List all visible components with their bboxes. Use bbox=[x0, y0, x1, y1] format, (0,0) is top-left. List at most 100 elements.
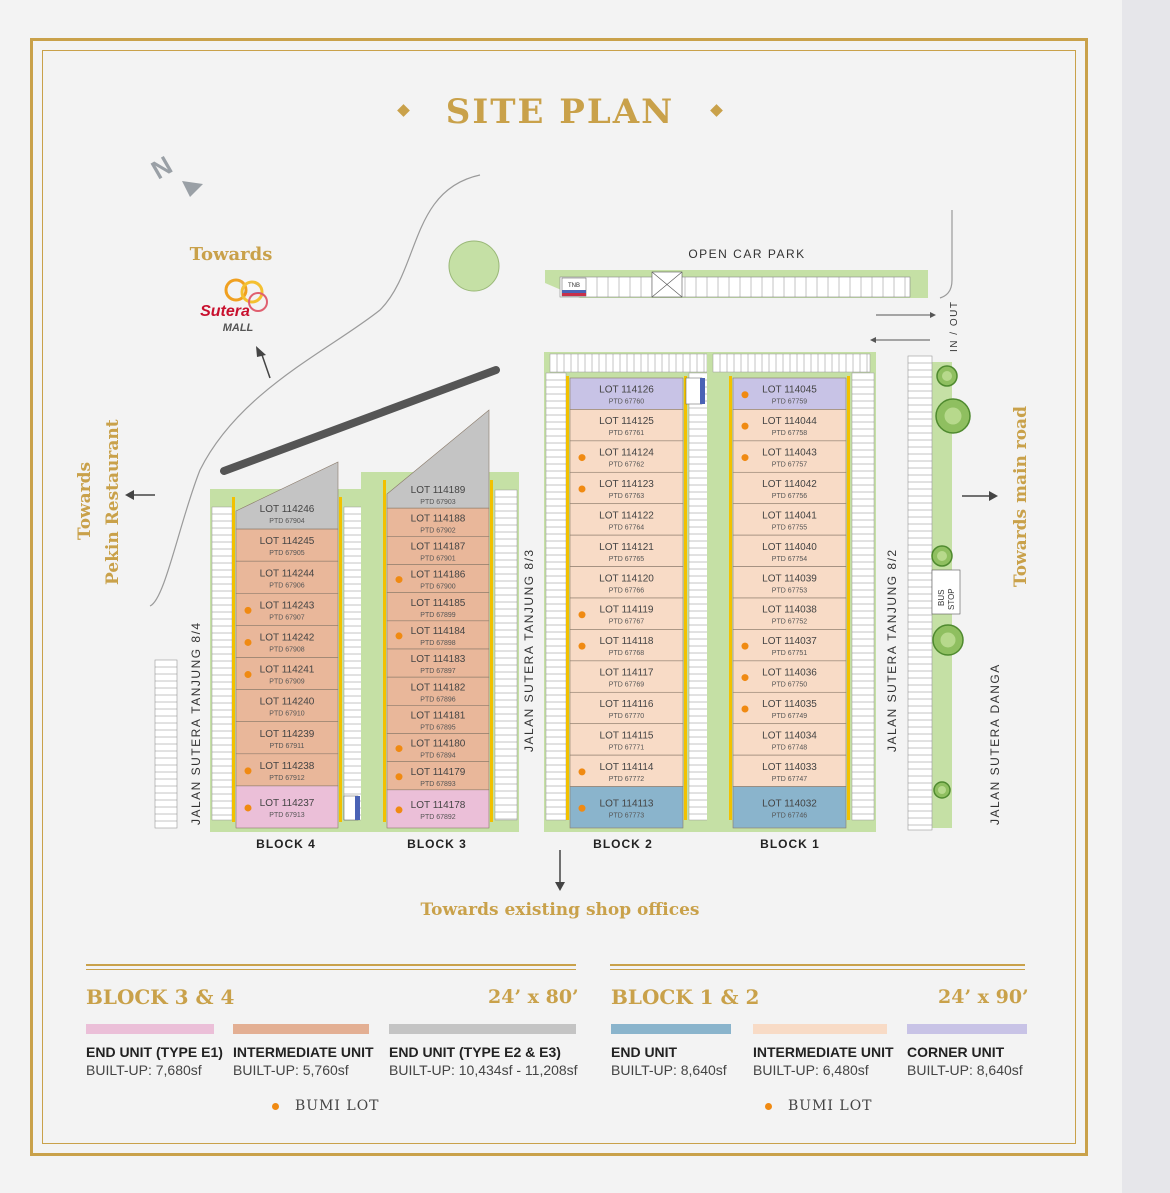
ptd-number: PTD 67751 bbox=[772, 650, 808, 657]
lot-shape bbox=[732, 597, 847, 630]
ptd-number: PTD 67763 bbox=[609, 493, 645, 500]
swatch-intermediate-12 bbox=[753, 1024, 887, 1034]
lot-shape bbox=[569, 377, 684, 410]
lot-shape bbox=[386, 705, 490, 734]
ptd-number: PTD 67908 bbox=[269, 646, 305, 653]
tnb-stripe bbox=[700, 378, 705, 404]
lot-number: LOT 114243 bbox=[260, 600, 315, 611]
lot-number: LOT 114116 bbox=[600, 699, 654, 710]
lot-number: LOT 114245 bbox=[260, 536, 315, 547]
lot-shape bbox=[569, 786, 684, 829]
lot-number: LOT 114045 bbox=[762, 385, 817, 396]
ptd-number: PTD 67752 bbox=[772, 619, 808, 626]
ptd-number: PTD 67750 bbox=[772, 682, 808, 689]
lot-number: LOT 114037 bbox=[762, 636, 817, 647]
logo-ring bbox=[240, 280, 264, 304]
bumi-dot-icon bbox=[244, 638, 252, 646]
lot-number: LOT 114113 bbox=[600, 798, 654, 809]
bumi-dot-icon bbox=[272, 1102, 279, 1110]
ptd-number: PTD 67771 bbox=[609, 744, 645, 751]
lot-shape bbox=[569, 471, 684, 505]
legend-label: INTERMEDIATE UNIT bbox=[753, 1044, 894, 1060]
lot-shape bbox=[569, 629, 684, 662]
open-car-park: OPEN CAR PARK TNB bbox=[545, 247, 928, 298]
lot-number: LOT 114183 bbox=[411, 654, 466, 665]
in-out-marker: IN / OUT bbox=[870, 301, 960, 352]
lot-shape bbox=[569, 723, 684, 756]
access-path bbox=[149, 174, 481, 607]
bumi-dot-icon bbox=[395, 576, 403, 584]
block-label: BLOCK 4 bbox=[256, 837, 316, 851]
lot-shape bbox=[569, 691, 684, 725]
ptd-number: PTD 67770 bbox=[609, 713, 645, 720]
road-edge bbox=[939, 210, 953, 299]
lot-shape bbox=[732, 471, 847, 505]
swatch-intermediate-34 bbox=[233, 1024, 369, 1034]
lot-shape bbox=[732, 503, 847, 536]
barrier-wall bbox=[220, 366, 500, 475]
swatch-end-e1 bbox=[86, 1024, 214, 1034]
ptd-number: PTD 67894 bbox=[420, 753, 456, 760]
lot-number: LOT 114241 bbox=[260, 665, 315, 676]
lot-number: LOT 114179 bbox=[411, 767, 466, 778]
yellow-line bbox=[339, 497, 342, 822]
page-edge bbox=[1122, 0, 1170, 1193]
lot-number: LOT 114186 bbox=[411, 570, 466, 581]
lot-number: LOT 114244 bbox=[260, 568, 315, 579]
tree-crown bbox=[940, 632, 956, 648]
road-label-8-4: JALAN SUTERA TANJUNG 8/4 bbox=[189, 621, 203, 825]
legend-label: CORNER UNIT bbox=[907, 1044, 1005, 1060]
mall-sub: MALL bbox=[223, 322, 254, 334]
